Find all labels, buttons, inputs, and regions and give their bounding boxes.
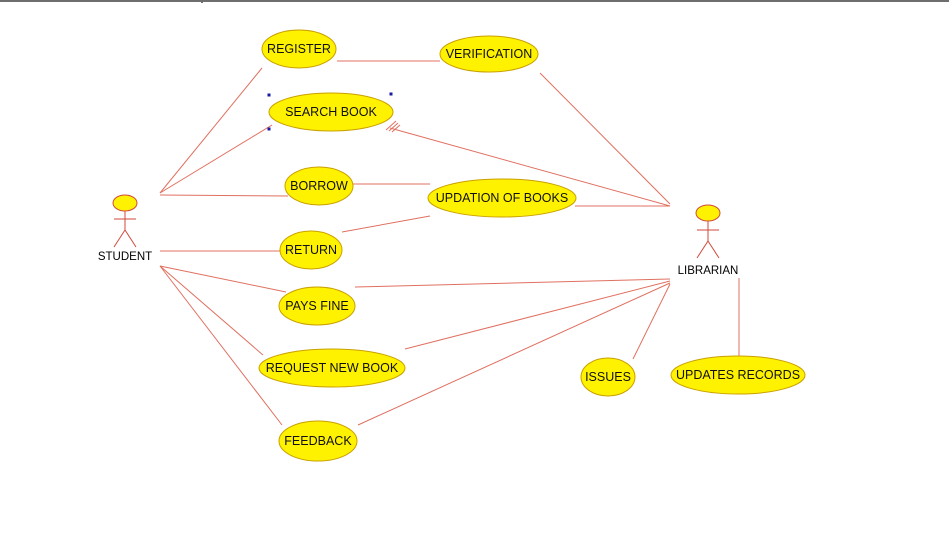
use-case-return[interactable]: RETURN xyxy=(279,230,343,270)
association-lines xyxy=(159,60,740,426)
assoc-student-pays-fine xyxy=(159,265,287,293)
actor-head xyxy=(695,204,721,222)
use-case-feedback[interactable]: FEEDBACK xyxy=(278,420,358,462)
use-case-ellipse xyxy=(279,230,343,270)
use-case-ellipse xyxy=(670,355,806,395)
assoc-student-request-new-book xyxy=(159,265,264,356)
actor-leg-left xyxy=(696,240,709,259)
use-case-verification[interactable]: VERIFICATION xyxy=(439,35,539,73)
assoc-feedback-librarian xyxy=(357,282,671,426)
use-case-request-new-book[interactable]: REQUEST NEW BOOK xyxy=(258,348,406,388)
assoc-request-librarian xyxy=(404,280,671,350)
use-case-ellipse xyxy=(261,29,337,69)
use-case-label: PAYS FINE xyxy=(285,299,348,313)
assoc-student-feedback xyxy=(159,265,283,426)
assoc-student-search-book xyxy=(159,124,273,194)
arrow-mark-line xyxy=(388,122,399,132)
use-case-updates-records[interactable]: UPDATES RECORDS xyxy=(670,355,806,395)
use-case-label: RETURN xyxy=(285,243,337,257)
use-case-ellipse xyxy=(284,166,354,206)
selection-handle[interactable] xyxy=(389,92,393,96)
assoc-student-borrow xyxy=(159,194,289,197)
use-case-register[interactable]: REGISTER xyxy=(261,29,337,69)
top-border-tick xyxy=(201,0,203,3)
use-case-issues[interactable]: ISSUES xyxy=(580,357,636,397)
assoc-issues-librarian xyxy=(632,283,671,360)
assoc-search-book-librarian xyxy=(389,127,671,207)
use-case-ellipse xyxy=(268,92,394,132)
use-case-label: BORROW xyxy=(290,179,348,193)
assoc-pays-fine-librarian xyxy=(354,278,671,288)
actor-librarian[interactable]: LIBRARIAN xyxy=(678,204,739,277)
use-case-label: REGISTER xyxy=(267,42,331,56)
use-case-ellipse xyxy=(439,35,539,73)
assoc-return-updation xyxy=(341,215,431,233)
actor-head xyxy=(112,194,138,212)
use-case-label: REQUEST NEW BOOK xyxy=(266,361,399,375)
use-case-ellipse xyxy=(278,420,358,462)
search-book-arrow-mark xyxy=(385,120,401,133)
use-case-pays-fine[interactable]: PAYS FINE xyxy=(278,286,356,326)
use-case-ellipse xyxy=(258,348,406,388)
assoc-verification-librarian xyxy=(539,72,671,205)
actor-leg-right xyxy=(707,240,720,259)
assoc-student-register xyxy=(159,67,263,194)
use-case-ellipse xyxy=(427,178,577,218)
actor-label: LIBRARIAN xyxy=(678,265,739,277)
use-case-ellipse xyxy=(580,357,636,397)
use-case-search-book[interactable]: SEARCH BOOK xyxy=(268,92,394,132)
use-case-label: UPDATION OF BOOKS xyxy=(436,191,568,205)
arrow-mark-line xyxy=(385,120,397,131)
selection-handle[interactable] xyxy=(267,127,271,131)
use-case-label: UPDATES RECORDS xyxy=(676,368,800,382)
selection-handle[interactable] xyxy=(267,93,271,97)
use-case-ellipse xyxy=(278,286,356,326)
use-case-label: VERIFICATION xyxy=(446,47,533,61)
actor-student[interactable]: STUDENT xyxy=(98,194,152,263)
window-top-border xyxy=(0,0,949,2)
actor-label: STUDENT xyxy=(98,251,152,263)
selection-handles[interactable] xyxy=(267,92,393,131)
use-case-borrow[interactable]: BORROW xyxy=(284,166,354,206)
actor-leg-left xyxy=(113,229,126,248)
arrow-mark-line xyxy=(391,124,401,133)
use-case-updation-of-books[interactable]: UPDATION OF BOOKS xyxy=(427,178,577,218)
use-case-label: SEARCH BOOK xyxy=(285,105,377,119)
use-case-label: FEEDBACK xyxy=(284,434,352,448)
use-case-label: ISSUES xyxy=(585,370,631,384)
actor-leg-right xyxy=(124,229,137,248)
